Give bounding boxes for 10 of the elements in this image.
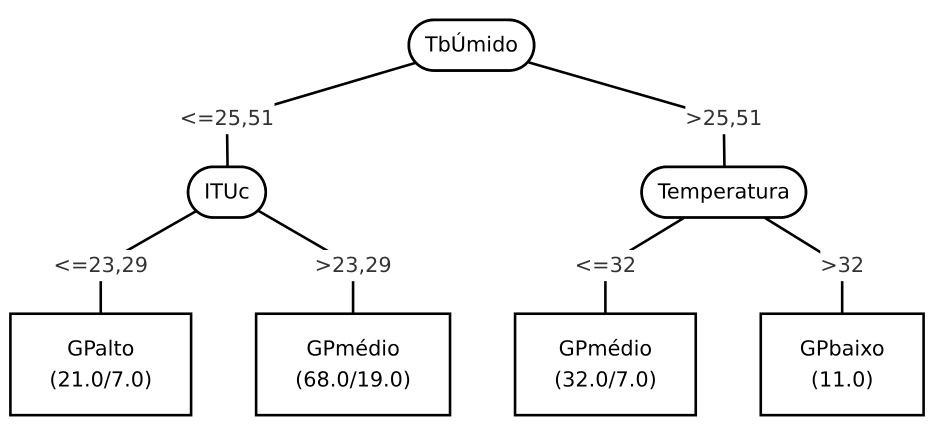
edge-label: <=25,51	[180, 106, 274, 130]
edge-label: <=23,29	[54, 252, 148, 278]
node-box: GPmédio (32.0/7.0)	[514, 312, 698, 416]
node-box: GPmédio (68.0/19.0)	[254, 312, 452, 416]
node-box: GPalto (21.0/7.0)	[9, 312, 192, 416]
edge-label: >25,51	[685, 106, 762, 130]
edge-label: >32	[820, 252, 864, 278]
edge-label: <=32	[574, 252, 636, 278]
node-box: GPbaixo (11.0)	[759, 312, 925, 416]
edge-label: >23,29	[314, 252, 392, 278]
